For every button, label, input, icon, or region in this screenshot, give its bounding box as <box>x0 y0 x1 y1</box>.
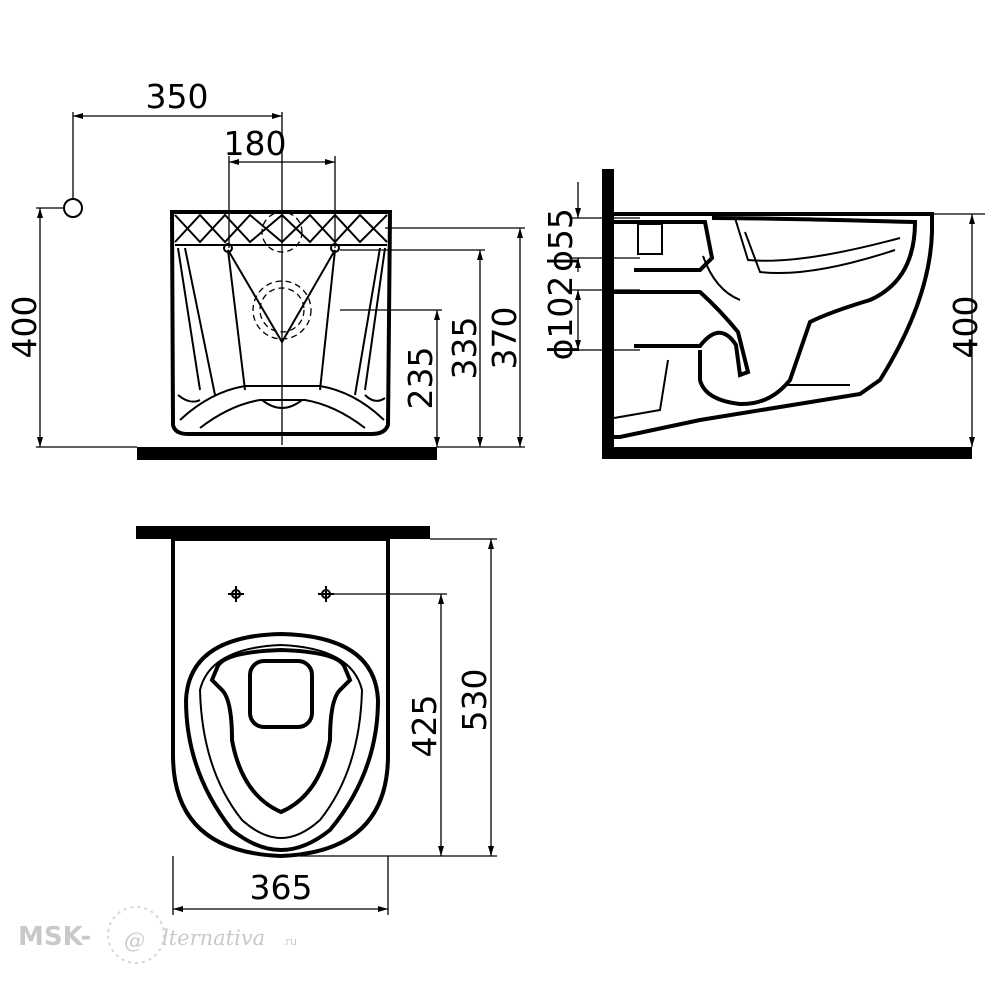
dim-400-right-label: 400 <box>946 296 985 359</box>
front-body-outline <box>169 210 393 436</box>
watermark-name: lternativa <box>162 926 265 950</box>
top-bolt-left <box>228 586 244 602</box>
dim-180-label: 180 <box>224 124 287 163</box>
top-seat-outer <box>183 631 381 853</box>
dim-370-label: 370 <box>485 307 524 370</box>
front-bolt-left <box>223 243 233 253</box>
top-seat-inner <box>198 643 364 840</box>
watermark-circle <box>107 906 165 964</box>
dim-d102-label: ϕ102 <box>541 276 580 361</box>
dim-d55-label: ϕ55 <box>541 208 580 272</box>
dim-350-label: 350 <box>146 77 209 116</box>
side-floor-bar <box>602 447 972 459</box>
side-inlet <box>614 220 715 272</box>
side-body-outline <box>614 212 934 439</box>
side-bowl-inner <box>698 216 918 407</box>
top-view: 365 425 530 <box>136 526 497 915</box>
dim-365-label: 365 <box>250 868 313 907</box>
top-flush-rim <box>248 659 314 729</box>
top-bolt-right <box>318 586 334 602</box>
side-bowl-back <box>702 255 741 301</box>
side-outlet <box>614 290 751 378</box>
dim-235-label: 235 <box>401 347 440 410</box>
top-body-outline <box>171 537 390 859</box>
watermark-prefix: MSK- <box>18 922 91 952</box>
side-bowl-rim <box>734 217 901 262</box>
side-wall-bar <box>602 169 614 459</box>
watermark-symbol: @ <box>124 929 145 953</box>
front-pipe-circle <box>63 198 83 218</box>
side-rear-foot <box>613 359 669 419</box>
front-facet-ends <box>177 394 386 403</box>
dim-335-label: 335 <box>445 317 484 380</box>
dim-425-label: 425 <box>405 695 444 758</box>
watermark: MSK- @ lternativa .ru <box>18 906 297 964</box>
front-wall-bar <box>137 447 437 460</box>
side-inlet-box <box>637 223 663 255</box>
dim-400-left-label: 400 <box>5 296 44 359</box>
side-bowl-rim-2 <box>744 231 896 275</box>
watermark-suffix: .ru <box>282 935 297 948</box>
dim-530-label: 530 <box>455 669 494 732</box>
front-view: 350 180 400 235 335 370 <box>5 77 525 460</box>
side-view: ϕ55 ϕ102 400 <box>541 169 985 459</box>
top-wall-bar <box>136 526 430 539</box>
top-bowl-opening <box>209 647 353 815</box>
